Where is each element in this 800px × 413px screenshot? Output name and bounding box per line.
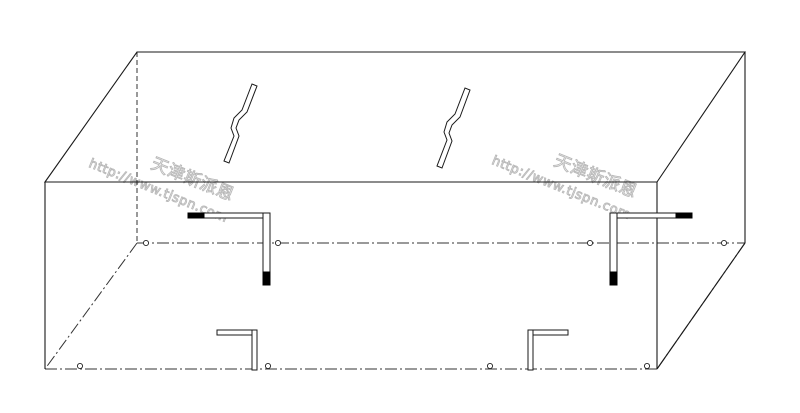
left-corner-bracket: [187, 212, 271, 286]
rivet-front-3: [486, 362, 494, 370]
left-bracket-black-foot: [262, 271, 271, 286]
right-corner-bracket: [609, 212, 693, 286]
rivet-back-2: [274, 239, 282, 247]
rivets: [76, 239, 728, 370]
floor-bracket-left-vertical: [251, 329, 258, 371]
floor-bracket-right-vertical: [527, 329, 534, 371]
right-bracket-black-tab: [675, 212, 693, 219]
watermark-right: 天津斯派恩 http://www.tjspn.com: [489, 151, 640, 224]
rivet-front-4: [643, 362, 651, 370]
rivet-front-2: [264, 362, 272, 370]
top-zigzag-fitting-right: [436, 87, 471, 169]
box-top-face: [43, 51, 747, 183]
left-bracket-black-tab: [187, 212, 205, 219]
rivet-back-1: [142, 239, 150, 247]
rivet-back-4: [720, 239, 728, 247]
watermark-left: 天津斯派恩 http://www.tjspn.com: [86, 154, 237, 227]
bottom-right-diagonal-edge: [656, 242, 746, 370]
floor-bracket-left-horizontal: [216, 329, 258, 336]
floor-bracket-right-horizontal: [527, 329, 569, 336]
floor-left-edge: [44, 242, 138, 370]
floor-bracket-left: [216, 329, 258, 371]
top-zigzag-fitting-left: [223, 83, 258, 164]
rivet-back-3: [586, 239, 594, 247]
right-bracket-black-foot: [609, 271, 618, 286]
floor-bracket-right: [527, 329, 569, 371]
rivet-front-1: [76, 362, 84, 370]
